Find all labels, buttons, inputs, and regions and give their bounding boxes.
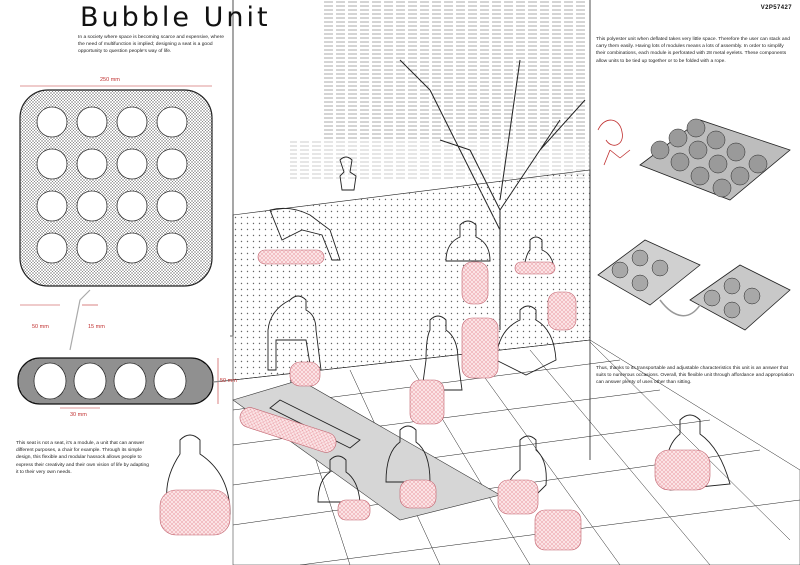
bubble-folded bbox=[597, 239, 791, 331]
connector-line bbox=[212, 335, 234, 383]
seat-top-view bbox=[19, 85, 213, 306]
dimension-spacing-b: 15 mm bbox=[88, 324, 105, 330]
seat-side-view bbox=[17, 357, 219, 409]
deflated-text: This polyester unit when deflated takes … bbox=[596, 37, 791, 64]
sky-hatching bbox=[290, 0, 590, 180]
pool bbox=[232, 379, 501, 521]
poster-title: Bubble Unit bbox=[80, 2, 271, 33]
adaptable-text: Thus, thanks to its transportable and ad… bbox=[596, 366, 794, 386]
dimension-spacing-a: 50 mm bbox=[32, 324, 49, 330]
wall bbox=[232, 169, 591, 381]
intro-text: In a society where space is becoming sca… bbox=[78, 35, 224, 55]
figure-doodle bbox=[597, 119, 631, 166]
poster-code: V2P57427 bbox=[760, 5, 792, 11]
bubble-stack-top bbox=[639, 118, 791, 201]
dimension-width: 250 mm bbox=[100, 77, 120, 83]
dimension-height: 50 mm bbox=[220, 378, 237, 384]
not-a-seat-text: This seat is not a seat, it's a module, … bbox=[16, 441, 149, 475]
pink-bubble-seats bbox=[159, 249, 711, 551]
connector-line-left bbox=[69, 289, 91, 351]
dimension-depth: 30 mm bbox=[70, 412, 87, 418]
